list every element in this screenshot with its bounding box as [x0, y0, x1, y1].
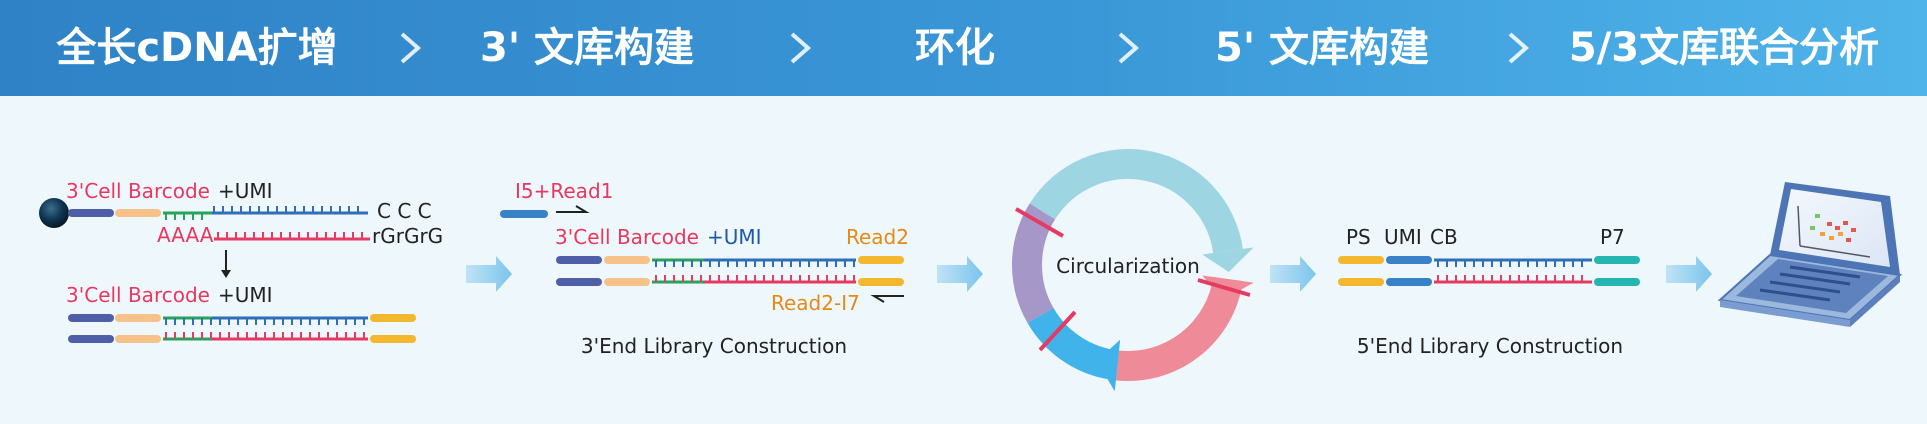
p7-label: P7 [1600, 225, 1625, 249]
down-arrow-icon [221, 250, 231, 278]
circularization-label: Circularization [1056, 254, 1200, 278]
chevron-right-icon [1508, 32, 1530, 64]
barcode-label-bottom: 3'Cell Barcode [66, 283, 210, 307]
step-banner: 全长cDNA扩增 3' 文库构建 环化 5' 文库构建 5/3文库联合分析 [0, 0, 1927, 96]
circularization-ring [1012, 149, 1254, 392]
arrow-right-icon [1270, 256, 1316, 292]
primer-label: I5+Read1 [515, 179, 613, 203]
umi-label-p4: UMI [1384, 225, 1422, 249]
step-3-label: 环化 [915, 25, 995, 71]
umi-label-top: +UMI [218, 179, 273, 203]
read2-label: Read2 [846, 225, 909, 249]
panel-3end-library: I5+Read1 3'Cell Barcode +UMI Read2 Read2… [500, 179, 909, 358]
barcode-label-p2: 3'Cell Barcode [555, 225, 699, 249]
umi-label-bottom: +UMI [218, 283, 273, 307]
panel-5end-library: PS UMI CB P7 5'End Library Construction [1338, 225, 1640, 358]
arrow-right-icon [1666, 256, 1712, 292]
step-5-label: 5/3文库联合分析 [1568, 25, 1880, 71]
chevron-right-icon [400, 32, 422, 64]
panel-cdna-amplification: 3'Cell Barcode +UMI C C C AAAA rGrGrG 3'… [39, 179, 443, 343]
cb-label: CB [1430, 225, 1458, 249]
arrow-right-icon [937, 256, 983, 292]
step-4-label: 5' 文库构建 [1214, 25, 1430, 71]
rgrgrg-label: rGrGrG [372, 224, 443, 248]
caption-5end: 5'End Library Construction [1357, 334, 1623, 358]
step-1-label: 全长cDNA扩增 [56, 25, 338, 71]
polya-label: AAAA [157, 223, 214, 247]
bead-icon [39, 198, 69, 228]
step-2-label: 3' 文库构建 [479, 25, 695, 71]
caption-3end: 3'End Library Construction [581, 334, 847, 358]
ccc-label: C C C [377, 199, 432, 223]
read2-i7-label: Read2-I7 [771, 291, 860, 315]
laptop-icon [1717, 182, 1903, 327]
chevron-right-icon [790, 32, 812, 64]
umi-label-p2: +UMI [707, 225, 762, 249]
panel-circularization: Circularization [1012, 149, 1254, 392]
arrow-right-icon [466, 256, 512, 292]
workflow-diagram: 3'Cell Barcode +UMI C C C AAAA rGrGrG 3'… [0, 96, 1927, 424]
barcode-label-top: 3'Cell Barcode [66, 179, 210, 203]
ps-label: PS [1346, 225, 1371, 249]
chevron-right-icon [1118, 32, 1140, 64]
